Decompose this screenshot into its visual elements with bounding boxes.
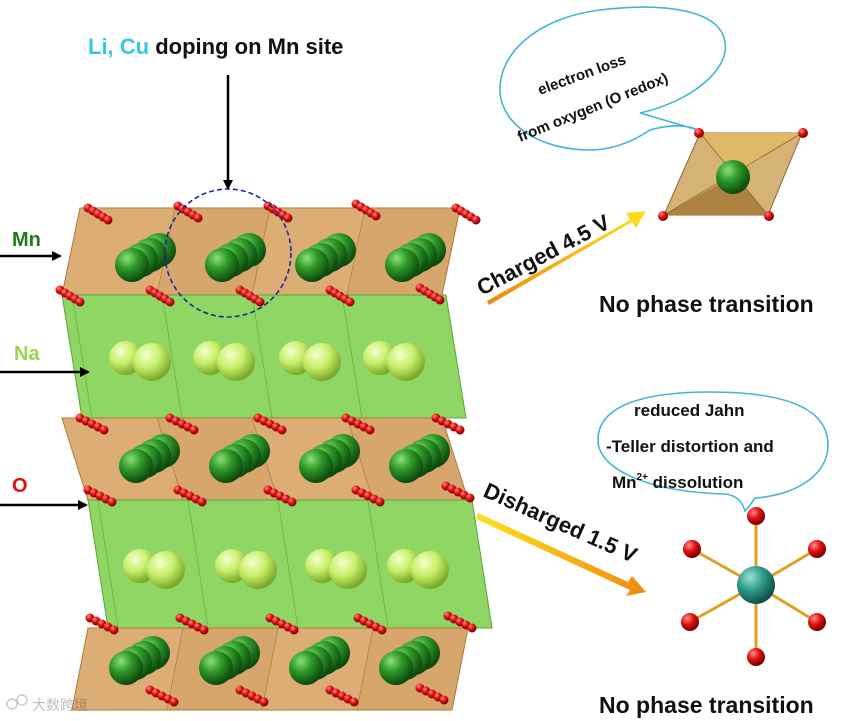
o-atom bbox=[371, 211, 381, 221]
doping-label-elements: Li, Cu bbox=[88, 34, 149, 59]
o-atom bbox=[465, 493, 475, 503]
mn-atom bbox=[289, 651, 323, 685]
o-atom bbox=[197, 497, 207, 507]
charged-speech-bubble bbox=[499, 6, 727, 151]
o-atom bbox=[349, 697, 359, 707]
discharged-arrow bbox=[476, 513, 646, 596]
na-atom bbox=[133, 343, 171, 381]
discharged-bubble-line1: reduced Jahn bbox=[634, 401, 745, 420]
o-atom bbox=[377, 625, 387, 635]
mn-atom bbox=[119, 449, 153, 483]
o-atom bbox=[455, 425, 465, 435]
o-atom bbox=[255, 297, 265, 307]
na-atom bbox=[217, 343, 255, 381]
discharged-bubble-mn: Mn bbox=[612, 473, 637, 492]
na-atom bbox=[411, 551, 449, 589]
svg-text:大数跨境: 大数跨境 bbox=[32, 698, 88, 714]
mn-atom bbox=[205, 248, 239, 282]
discharged-octahedron bbox=[681, 507, 826, 666]
na-atom bbox=[303, 343, 341, 381]
o-atom bbox=[439, 695, 449, 705]
doping-label: Li, Cu doping on Mn site bbox=[88, 34, 343, 59]
o-atom bbox=[193, 213, 203, 223]
na-slab bbox=[61, 294, 467, 419]
na-slab bbox=[87, 499, 493, 629]
o-atom bbox=[165, 297, 175, 307]
na-label: Na bbox=[14, 343, 40, 365]
mn-atom bbox=[115, 248, 149, 282]
o-atom bbox=[471, 215, 481, 225]
o-label: O bbox=[12, 475, 28, 497]
na-atom bbox=[147, 551, 185, 589]
discharged-bubble-line2: -Teller distortion and bbox=[606, 437, 774, 456]
mn-atom bbox=[385, 248, 419, 282]
discharged-bubble-sup: 2+ bbox=[637, 472, 649, 483]
o-atom bbox=[375, 497, 385, 507]
na-atom bbox=[329, 551, 367, 589]
o-atom bbox=[109, 625, 119, 635]
na-atom bbox=[239, 551, 277, 589]
watermark: 大数跨境 bbox=[6, 694, 88, 714]
discharged-bubble-rest: dissolution bbox=[648, 473, 743, 492]
o-atom bbox=[199, 625, 209, 635]
o-atom bbox=[283, 213, 293, 223]
mn-label: Mn bbox=[12, 229, 41, 251]
mn-atom bbox=[379, 651, 413, 685]
o-atom bbox=[365, 425, 375, 435]
o-atom bbox=[287, 497, 297, 507]
o-atom bbox=[277, 425, 287, 435]
discharged-bubble-line3: Mn2+ dissolution bbox=[612, 472, 743, 492]
o-atom bbox=[189, 425, 199, 435]
discharged-result: No phase transition bbox=[599, 692, 814, 718]
o-atom bbox=[75, 297, 85, 307]
na-atom bbox=[387, 343, 425, 381]
crystal-structure bbox=[55, 199, 493, 711]
mn-atom bbox=[299, 449, 333, 483]
doping-label-rest: doping on Mn site bbox=[149, 34, 343, 59]
o-atom bbox=[169, 697, 179, 707]
o-atom bbox=[103, 215, 113, 225]
mn-atom bbox=[389, 449, 423, 483]
charged-arrow-label: Charged 4.5 V bbox=[473, 209, 615, 300]
o-atom bbox=[107, 497, 117, 507]
o-atom bbox=[99, 425, 109, 435]
mn-atom bbox=[199, 651, 233, 685]
charged-result: No phase transition bbox=[599, 291, 814, 317]
o-atom bbox=[289, 625, 299, 635]
charged-arrow bbox=[487, 211, 646, 305]
mn-atom bbox=[295, 248, 329, 282]
o-atom bbox=[467, 623, 477, 633]
discharged-speech-bubble bbox=[597, 391, 829, 513]
o-atom bbox=[435, 295, 445, 305]
o-atom bbox=[259, 697, 269, 707]
charged-octahedron bbox=[658, 128, 808, 221]
mn-atom bbox=[109, 651, 143, 685]
mn-atom bbox=[209, 449, 243, 483]
o-atom bbox=[345, 297, 355, 307]
